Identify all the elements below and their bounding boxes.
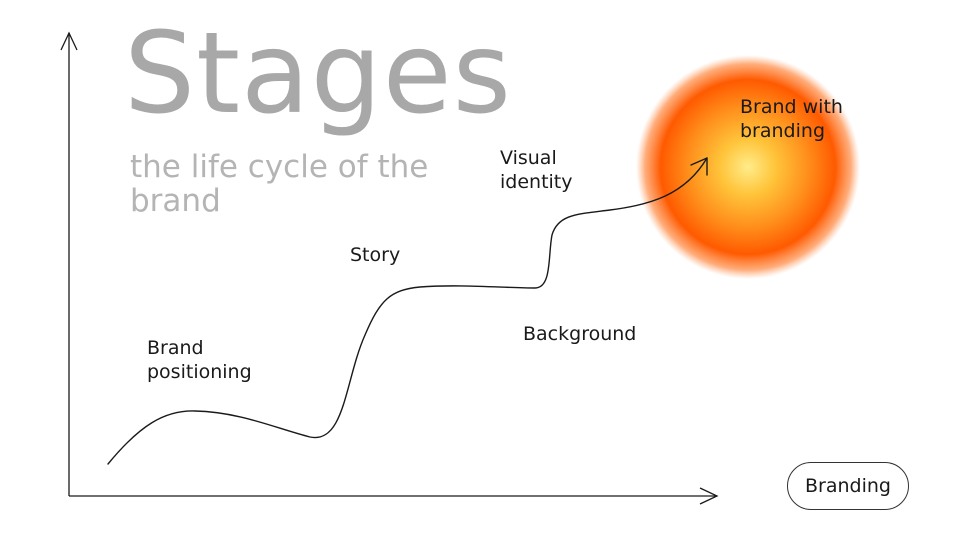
stage-label-story: Story bbox=[350, 244, 401, 266]
growth-curve bbox=[107, 157, 708, 465]
y-axis-arrow-icon bbox=[60, 31, 78, 51]
glow-orb bbox=[636, 55, 860, 279]
page-title: Stages bbox=[124, 9, 512, 139]
x-axis-arrow-icon bbox=[699, 487, 719, 505]
stage-label-background: Background bbox=[523, 323, 637, 345]
stage-label-visual-identity: Visual identity bbox=[500, 147, 573, 193]
page-subtitle: the life cycle of the brand bbox=[130, 149, 429, 219]
stage-label-brand-with-branding: Brand with branding bbox=[740, 96, 843, 142]
stage-label-brand-positioning: Brand positioning bbox=[147, 337, 252, 383]
curve-arrow-icon bbox=[690, 157, 708, 176]
branding-button[interactable]: Branding bbox=[787, 462, 909, 510]
